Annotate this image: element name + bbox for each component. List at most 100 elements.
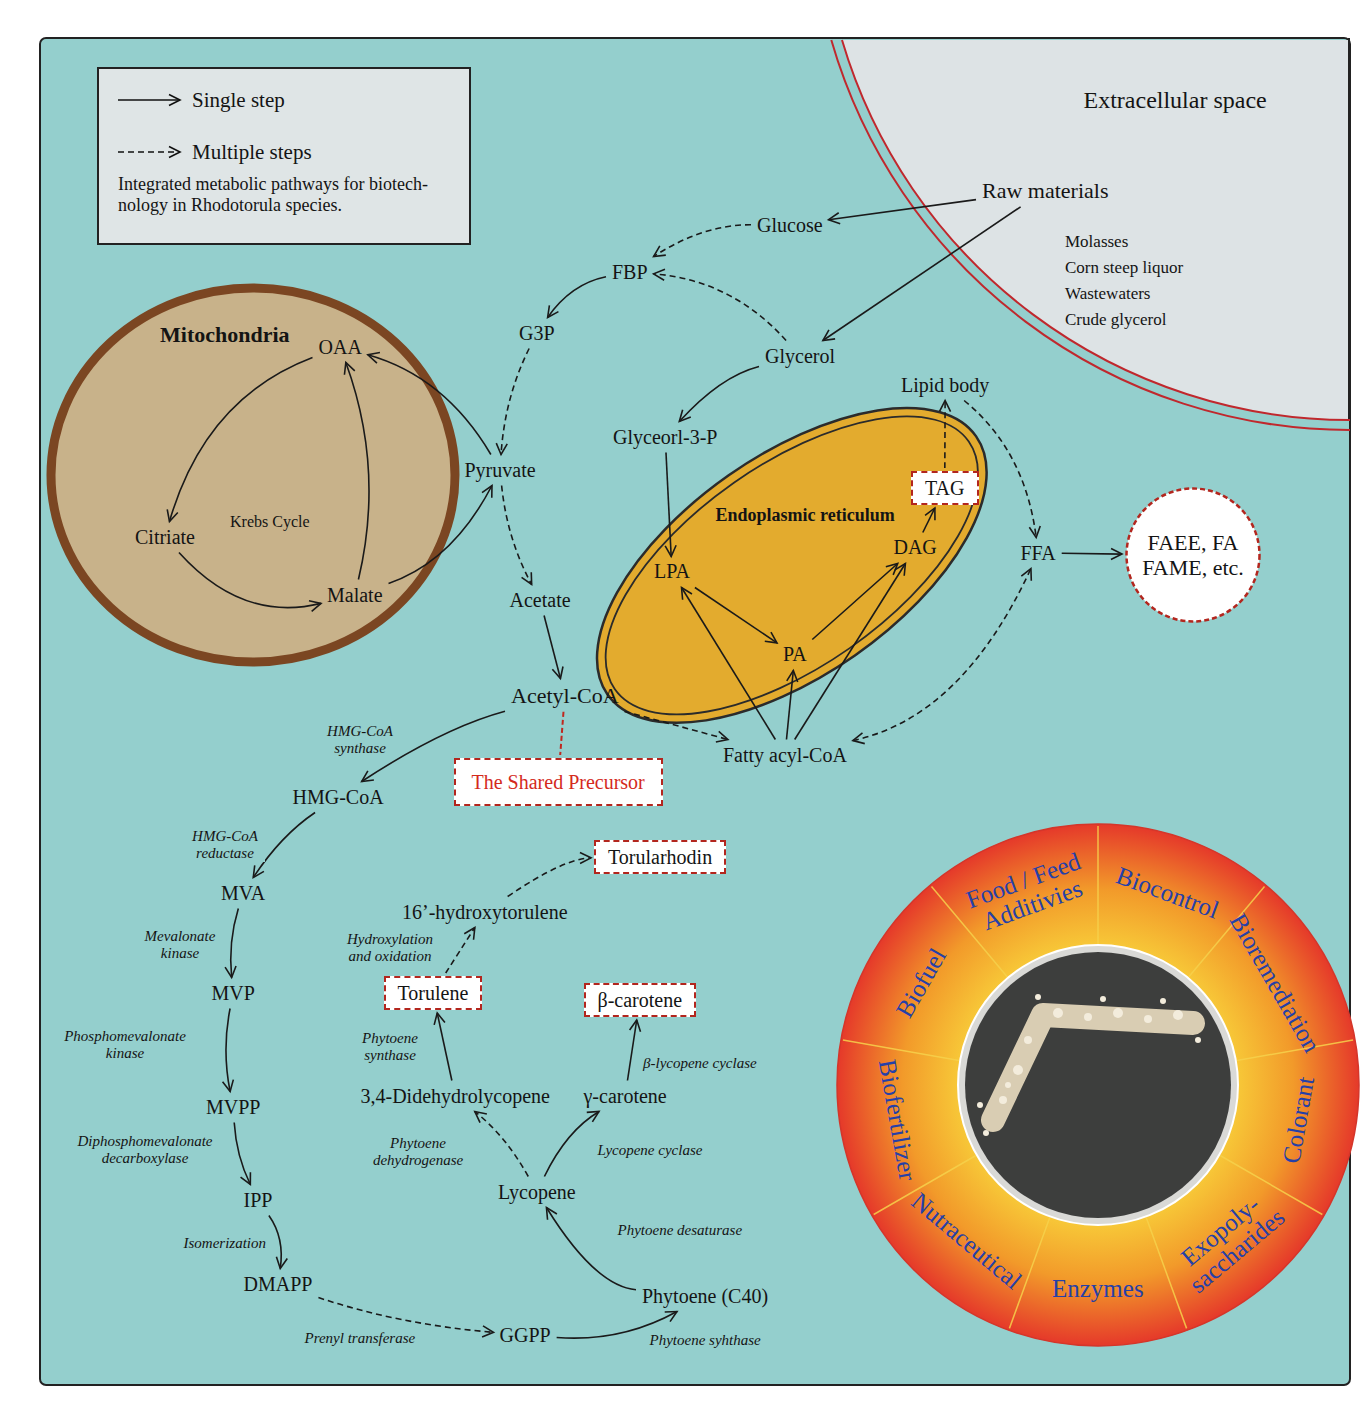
wheel-label-holder: Bioremediation xyxy=(1224,909,1324,1057)
annotation-text: Corn steep liquor xyxy=(1065,258,1183,278)
connector xyxy=(544,616,563,679)
metabolite-name: Phytoene (C40) xyxy=(642,1285,768,1307)
connector-line xyxy=(475,1112,528,1177)
connector xyxy=(269,1216,287,1269)
extracellular-fill xyxy=(842,40,1350,420)
metabolite-node: γ-carotene xyxy=(581,1084,670,1109)
metabolite-name: Malate xyxy=(327,584,383,606)
connector xyxy=(234,1123,250,1185)
connector xyxy=(654,269,786,340)
product-box: Torularhodin xyxy=(594,840,726,874)
arrowhead xyxy=(225,966,236,977)
metabolite-name: Glycerol xyxy=(765,345,835,367)
organelle-title: Endoplasmic reticulum xyxy=(715,505,894,526)
region-title-holder: Extracellular space xyxy=(1084,87,1267,114)
metabolite-node: Glycerol xyxy=(762,344,838,369)
mitochondria-membrane xyxy=(51,288,455,662)
wheel-shape xyxy=(836,823,1360,1347)
yeast-colony xyxy=(1144,1015,1152,1023)
membrane-line xyxy=(842,40,1350,420)
wheel-label-holder: Food / Feed Additivies xyxy=(958,846,1098,940)
metabolite-name: FFA xyxy=(1021,542,1056,564)
connector-line xyxy=(546,1208,636,1290)
arrowhead xyxy=(464,928,475,940)
enzyme-label: Phytoene dehydrogenase xyxy=(368,1135,468,1170)
arrowhead xyxy=(522,572,532,584)
extracellular-region: Extracellular spaceRaw materials xyxy=(842,40,1350,420)
enzyme-label-holder: HMG-CoA synthase xyxy=(320,723,400,758)
arrowhead xyxy=(241,1172,251,1184)
arrowhead xyxy=(630,1020,641,1032)
annotation-holder: Krebs Cycle xyxy=(230,513,310,531)
connector-line xyxy=(502,486,532,585)
yeast-colony xyxy=(977,1102,983,1108)
metabolite-name: Lycopene xyxy=(498,1181,576,1203)
enzyme-label-holder: Prenyl transferase xyxy=(303,1330,418,1347)
enzyme-label: Phosphomevalonate kinase xyxy=(50,1028,200,1063)
legend-box xyxy=(98,68,470,244)
metabolite-node: Malate xyxy=(324,583,386,608)
application-wheel: Food / Feed AdditiviesBiocontrolBioremed… xyxy=(836,823,1360,1347)
yeast-colony xyxy=(1195,1037,1201,1043)
metabolite-name: DAG xyxy=(893,536,936,558)
product-box: The Shared Precursor xyxy=(454,758,663,806)
legend-arrowhead xyxy=(169,147,180,158)
metabolite-name: IPP xyxy=(244,1189,273,1211)
product-name: The Shared Precursor xyxy=(472,771,645,793)
connector-line xyxy=(318,1298,493,1333)
arrowhead xyxy=(434,1013,445,1025)
product-circle: FAEE, FA FAME, etc. xyxy=(1125,487,1261,623)
connector-line xyxy=(437,1013,452,1081)
product-name: Torulene xyxy=(398,982,469,1004)
metabolite-name: MVPP xyxy=(206,1096,260,1118)
arrowhead xyxy=(823,330,835,341)
region-title: Extracellular space xyxy=(1084,87,1267,114)
er-inner-membrane xyxy=(557,358,1027,771)
arrowhead xyxy=(482,486,492,498)
arrowhead xyxy=(482,1326,493,1337)
annotation-text: Krebs Cycle xyxy=(230,513,310,531)
wheel-label-holder: Enzymes xyxy=(1052,1276,1144,1302)
product-name: TAG xyxy=(925,477,965,499)
metabolite-node: MVPP xyxy=(203,1095,263,1120)
enzyme-label-holder: HMG-CoA reductase xyxy=(185,828,265,863)
metabolite-node: Fatty acyl-CoA xyxy=(720,743,850,768)
application-label: Bioremediation xyxy=(1224,909,1324,1057)
enzyme-label-holder: Phytoene desaturase xyxy=(616,1222,745,1239)
connector xyxy=(544,1112,599,1177)
er-organelle: Endoplasmic reticulumLPAPADAGTAG xyxy=(597,408,987,723)
annotation-text: Molasses xyxy=(1065,232,1128,252)
enzyme-label-holder: Phosphomevalonate kinase xyxy=(50,1028,200,1063)
organelle-title-holder: Mitochondria xyxy=(160,322,290,348)
metabolite-node: MVA xyxy=(218,881,268,906)
metabolite-node: 16’-hydroxytorulene xyxy=(399,900,571,925)
arrowhead xyxy=(654,269,665,280)
metabolite-node: Acetyl-CoA xyxy=(508,682,622,709)
arrowhead xyxy=(665,1312,677,1322)
arrowhead xyxy=(253,865,264,877)
connector xyxy=(475,1112,528,1177)
metabolite-name: Acetyl-CoA xyxy=(511,683,619,708)
connector-line xyxy=(501,349,529,455)
metabolite-name: Pyruvate xyxy=(465,459,536,481)
legend-text: Single step xyxy=(192,88,285,113)
connector xyxy=(434,1013,452,1081)
membrane-line xyxy=(831,40,1350,430)
arrowhead xyxy=(548,305,559,317)
yeast-colony xyxy=(1100,996,1106,1002)
arrowhead xyxy=(496,443,507,454)
metabolite-node: DMAPP xyxy=(241,1272,316,1297)
application-label: Biocontrol xyxy=(1113,863,1222,924)
metabolite-name: Fatty acyl-CoA xyxy=(723,744,847,766)
metabolite-node: G3P xyxy=(516,321,558,346)
enzyme-label-holder: Isomerization xyxy=(182,1235,269,1252)
product-name: FAEE, FA FAME, etc. xyxy=(1137,530,1249,581)
metabolite-name: γ-carotene xyxy=(584,1085,667,1107)
arrowhead xyxy=(276,1257,287,1269)
enzyme-label-holder: Diphosphomevalonate decarboxylase xyxy=(65,1133,225,1168)
yeast-colony xyxy=(983,1130,989,1136)
connector xyxy=(560,712,563,755)
application-label: Food / Feed Additivies xyxy=(958,846,1098,940)
connector-line xyxy=(654,274,786,341)
